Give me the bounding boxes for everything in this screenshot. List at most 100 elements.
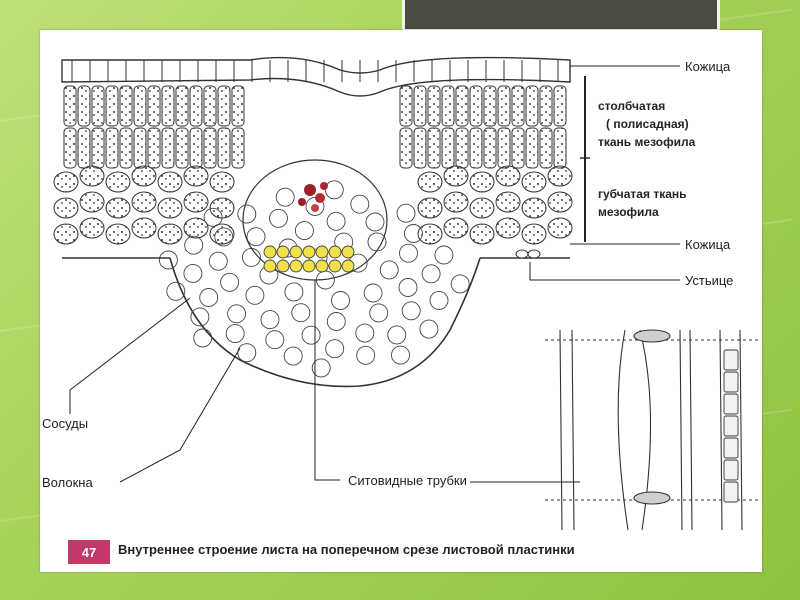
palisade-cell <box>92 128 104 168</box>
palisade-cell <box>64 86 76 126</box>
phloem-cell <box>329 260 341 272</box>
spongy-cell <box>496 218 520 238</box>
spongy-cell <box>184 218 208 238</box>
label-palisade-3: ткань мезофила <box>598 135 696 149</box>
midrib-cell <box>366 213 384 231</box>
phloem-cell <box>277 260 289 272</box>
palisade-cell <box>148 128 160 168</box>
spongy-cell <box>444 166 468 186</box>
spongy-cell <box>158 198 182 218</box>
palisade-cell <box>442 86 454 126</box>
palisade-cell <box>498 128 510 168</box>
stoma <box>516 250 540 258</box>
spongy-cell <box>496 192 520 212</box>
spongy-cell <box>106 224 130 244</box>
spongy-cell <box>470 172 494 192</box>
palisade-cell <box>540 128 552 168</box>
phloem-cell <box>303 260 315 272</box>
palisade-cell <box>442 128 454 168</box>
slide-content: Кожица столбчатая ( полисадная) ткань ме… <box>40 30 762 572</box>
spongy-cell <box>548 218 572 238</box>
palisade-cell <box>470 128 482 168</box>
leaf-cross-section-diagram: Кожица столбчатая ( полисадная) ткань ме… <box>40 30 762 572</box>
label-stoma: Устьице <box>685 273 733 288</box>
longitudinal-cell <box>724 350 738 370</box>
palisade-cell <box>190 86 202 126</box>
spongy-cell <box>522 224 546 244</box>
label-palisade-1: столбчатая <box>598 99 665 113</box>
spongy-cell <box>132 166 156 186</box>
midrib-cell <box>238 205 256 223</box>
palisade-cell <box>78 86 90 126</box>
midrib-cell <box>368 233 386 251</box>
spongy-cell <box>444 218 468 238</box>
spongy-cell <box>80 166 104 186</box>
palisade-cell <box>190 128 202 168</box>
midrib-cell <box>325 181 343 199</box>
phloem-cell <box>264 260 276 272</box>
midrib-outline <box>170 258 480 386</box>
phloem-cell <box>303 246 315 258</box>
spongy-cell <box>444 192 468 212</box>
palisade-cell <box>218 86 230 126</box>
spongy-cell <box>210 172 234 192</box>
midrib-cell <box>351 195 369 213</box>
spongy-cell <box>132 218 156 238</box>
spongy-cell <box>54 198 78 218</box>
longitudinal-cell <box>724 372 738 392</box>
palisade-cell <box>540 86 552 126</box>
palisade-cell <box>400 86 412 126</box>
spongy-cell <box>496 166 520 186</box>
spongy-cell <box>80 192 104 212</box>
midrib-cell <box>295 222 313 240</box>
spongy-cell <box>184 166 208 186</box>
palisade-cell <box>92 86 104 126</box>
spongy-cell <box>132 192 156 212</box>
label-vessels: Сосуды <box>42 416 88 431</box>
palisade-cell <box>176 86 188 126</box>
palisade-cell <box>428 128 440 168</box>
figure-caption: Внутреннее строение листа на поперечном … <box>118 542 575 557</box>
longitudinal-cell <box>724 482 738 502</box>
phloem-cell <box>264 246 276 258</box>
palisade-cell <box>232 128 244 168</box>
phloem-cell <box>342 260 354 272</box>
palisade-cell <box>512 86 524 126</box>
palisade-cell <box>484 86 496 126</box>
spongy-cell <box>158 172 182 192</box>
longitudinal-cell <box>724 438 738 458</box>
midrib-cell <box>327 212 345 230</box>
phloem-cell <box>316 246 328 258</box>
figure-number-badge: 47 <box>68 540 110 564</box>
label-spongy-2: мезофила <box>598 205 659 219</box>
spongy-cell <box>80 218 104 238</box>
spongy-cell <box>418 224 442 244</box>
palisade-cell <box>470 86 482 126</box>
longitudinal-cell <box>724 416 738 436</box>
longitudinal-cell <box>724 394 738 414</box>
palisade-cell <box>120 128 132 168</box>
palisade-cell <box>162 128 174 168</box>
label-fibers: Волокна <box>42 475 93 490</box>
phloem-cell <box>342 246 354 258</box>
midrib-cell <box>270 209 288 227</box>
palisade-cell <box>526 128 538 168</box>
palisade-cell <box>512 128 524 168</box>
palisade-cell <box>176 128 188 168</box>
palisade-cell <box>120 86 132 126</box>
spongy-cell <box>54 172 78 192</box>
palisade-cell <box>554 86 566 126</box>
label-spongy-1: губчатая ткань <box>598 187 687 201</box>
midrib-cell <box>276 188 294 206</box>
palisade-cell <box>414 128 426 168</box>
label-palisade-2: ( полисадная) <box>606 117 689 131</box>
label-epidermis-top: Кожица <box>685 59 731 74</box>
phloem-cell <box>277 246 289 258</box>
spongy-cell <box>470 198 494 218</box>
phloem-cell <box>316 260 328 272</box>
spongy-cell <box>470 224 494 244</box>
palisade-cell <box>204 128 216 168</box>
midrib-cell <box>397 204 415 222</box>
palisade-cell <box>148 86 160 126</box>
palisade-cell <box>400 128 412 168</box>
